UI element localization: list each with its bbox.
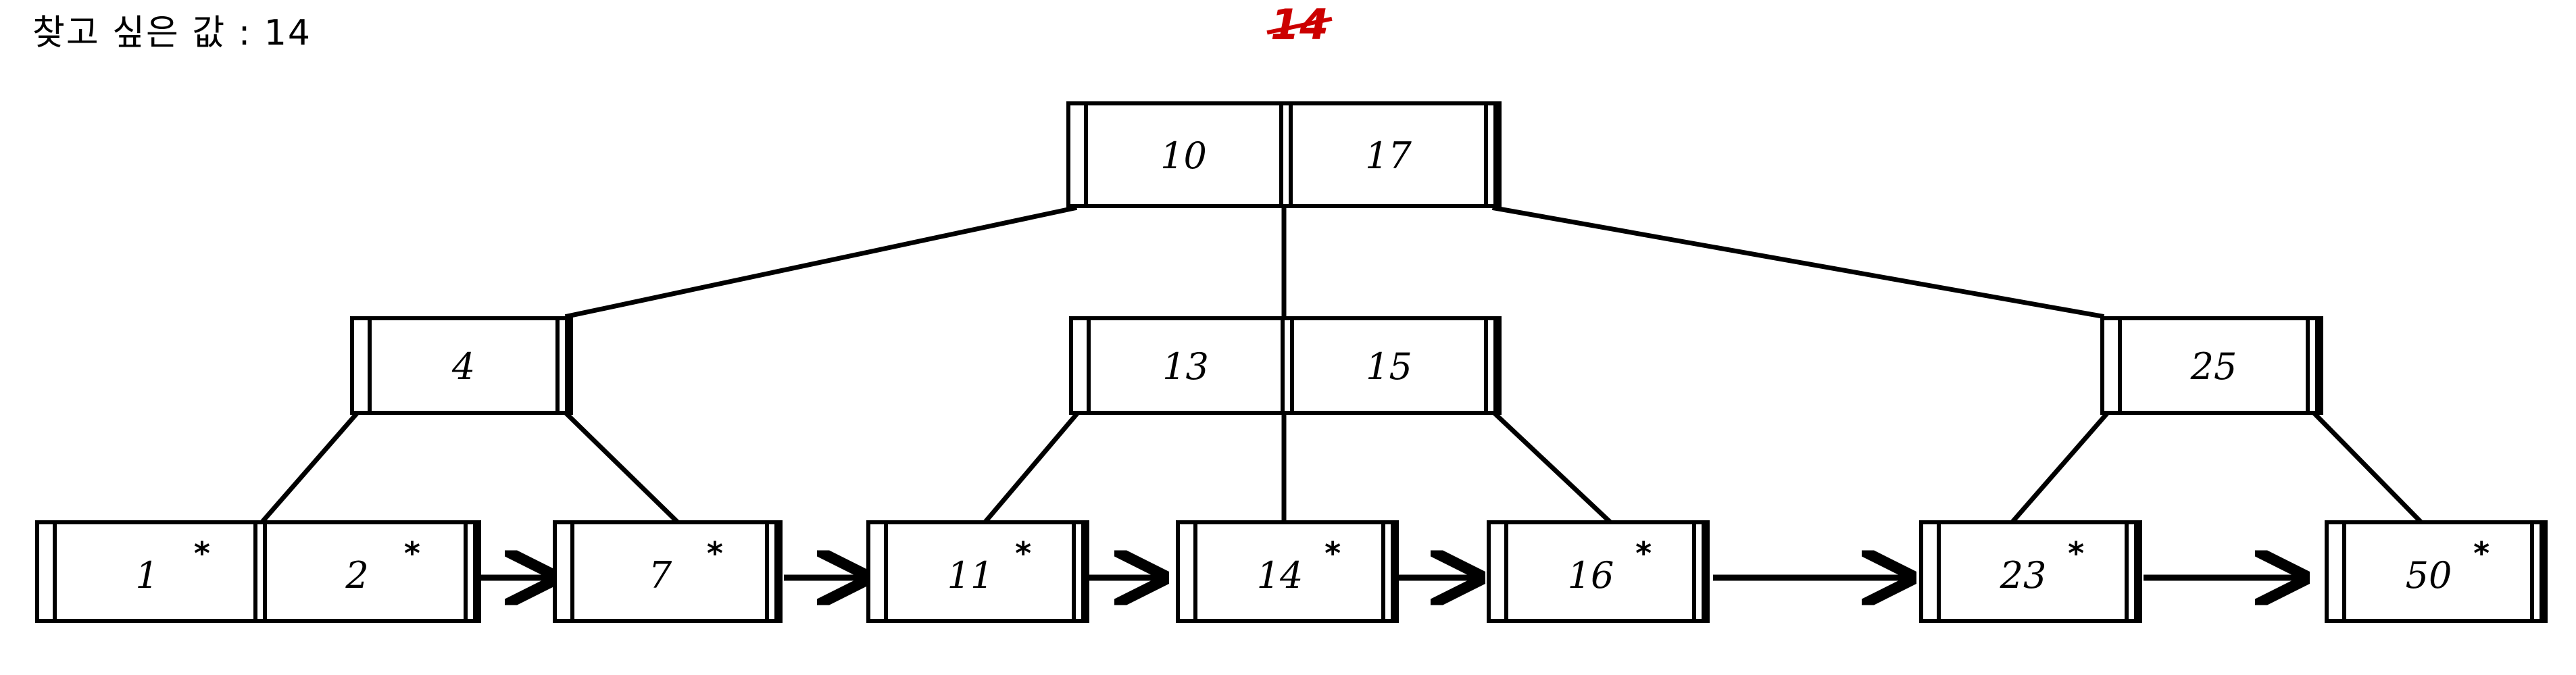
search-key-value: 14 [1270,0,1329,49]
leaf-entry-cell-16[interactable]: 16 * [1508,524,1692,619]
node-pointer-cell[interactable] [2329,524,2346,619]
root-key-1: 17 [1365,134,1412,177]
leaf-key-2: 2 [345,554,369,597]
node-pointer-cell[interactable] [39,524,57,619]
node-pointer-cell[interactable] [1692,524,1706,619]
internal-middle-key-1: 15 [1366,345,1412,388]
internal-middle-key-cell-0[interactable]: 13 [1091,320,1281,411]
node-pointer-cell[interactable] [2306,320,2319,411]
leaf-entry-cell-11[interactable]: 11 * [888,524,1072,619]
record-pointer-star: * [2068,534,2085,572]
node-pointer-cell[interactable] [1073,320,1091,411]
node-pointer-cell[interactable] [1072,524,1085,619]
edge-internal-middle-to-leaf-16 [1491,410,1612,524]
leaf-node-11[interactable]: 11 * [866,520,1089,623]
record-pointer-star: * [1635,534,1652,572]
leaf-entry-cell-7[interactable]: 7 * [574,524,765,619]
leaf-node-16[interactable]: 16 * [1487,520,1710,623]
edge-internal-right-to-leaf-50 [2311,410,2423,524]
root-key-cell-1[interactable]: 17 [1293,105,1484,204]
leaf-entry-cell-2[interactable]: 2 * [267,524,464,619]
root-node[interactable]: 10 17 [1066,101,1502,208]
leaf-entry-cell-50[interactable]: 50 * [2346,524,2530,619]
node-pointer-cell[interactable] [2530,524,2544,619]
leaf-key-16: 16 [1567,554,1614,597]
leaf-entry-cell-14[interactable]: 14 * [1197,524,1381,619]
leaf-node-7[interactable]: 7 * [553,520,783,623]
record-pointer-star: * [1324,534,1341,572]
internal-node-left[interactable]: 4 [350,316,573,415]
search-key-annotation: 14 [1270,0,1329,49]
root-key-cell-0[interactable]: 10 [1088,105,1279,204]
node-pointer-cell[interactable] [1484,105,1497,204]
edge-internal-left-to-leaf-7 [563,410,679,524]
node-pointer-cell[interactable] [1180,524,1197,619]
internal-left-key-0: 4 [451,345,476,388]
node-pointer-cell[interactable] [464,524,477,619]
leaf-node-50[interactable]: 50 * [2325,520,2548,623]
node-pointer-cell[interactable] [1070,105,1088,204]
leaf-entry-cell-1[interactable]: 1 * [57,524,253,619]
record-pointer-star: * [2473,534,2490,572]
internal-left-key-cell-0[interactable]: 4 [372,320,555,411]
leaf-key-1: 1 [135,554,159,597]
leaf-key-7: 7 [648,554,672,597]
node-pointer-cell[interactable] [2125,524,2138,619]
record-pointer-star: * [193,534,210,572]
root-key-0: 10 [1160,134,1207,177]
node-pointer-cell[interactable] [2104,320,2122,411]
leaf-key-14: 14 [1256,554,1304,597]
internal-right-key-cell-0[interactable]: 25 [2122,320,2306,411]
edge-root-to-internal-left [564,205,1078,320]
node-pointer-cell[interactable] [253,524,267,619]
node-pointer-cell[interactable] [555,320,569,411]
internal-middle-key-0: 13 [1162,345,1209,388]
record-pointer-star: * [706,534,723,572]
node-pointer-cell[interactable] [1279,105,1293,204]
internal-middle-key-cell-1[interactable]: 15 [1294,320,1484,411]
leaf-node-14[interactable]: 14 * [1176,520,1399,623]
internal-node-middle[interactable]: 13 15 [1069,316,1502,415]
leaf-node-1-2[interactable]: 1 * 2 * [35,520,481,623]
record-pointer-star: * [403,534,420,572]
node-pointer-cell[interactable] [870,524,888,619]
edge-internal-middle-to-leaf-11 [983,410,1081,524]
leaf-key-23: 23 [2000,554,2047,597]
leaf-node-23[interactable]: 23 * [1919,520,2142,623]
node-pointer-cell[interactable] [354,320,372,411]
leaf-key-50: 50 [2405,554,2452,597]
internal-right-key-0: 25 [2190,345,2237,388]
node-pointer-cell[interactable] [1484,320,1497,411]
node-pointer-cell[interactable] [765,524,778,619]
node-pointer-cell[interactable] [1381,524,1395,619]
search-target-caption: 찾고 싶은 값 : 14 [32,13,312,53]
leaf-entry-cell-23[interactable]: 23 * [1941,524,2125,619]
leaf-key-11: 11 [947,554,994,597]
node-pointer-cell[interactable] [1923,524,1941,619]
edge-root-to-internal-right [1491,205,2105,320]
node-pointer-cell[interactable] [557,524,574,619]
edge-internal-right-to-leaf-23 [2010,410,2110,524]
edge-internal-left-to-leaf-1 [260,410,360,524]
internal-node-right[interactable]: 25 [2100,316,2323,415]
node-pointer-cell[interactable] [1491,524,1508,619]
record-pointer-star: * [1015,534,1032,572]
node-pointer-cell[interactable] [1281,320,1294,411]
